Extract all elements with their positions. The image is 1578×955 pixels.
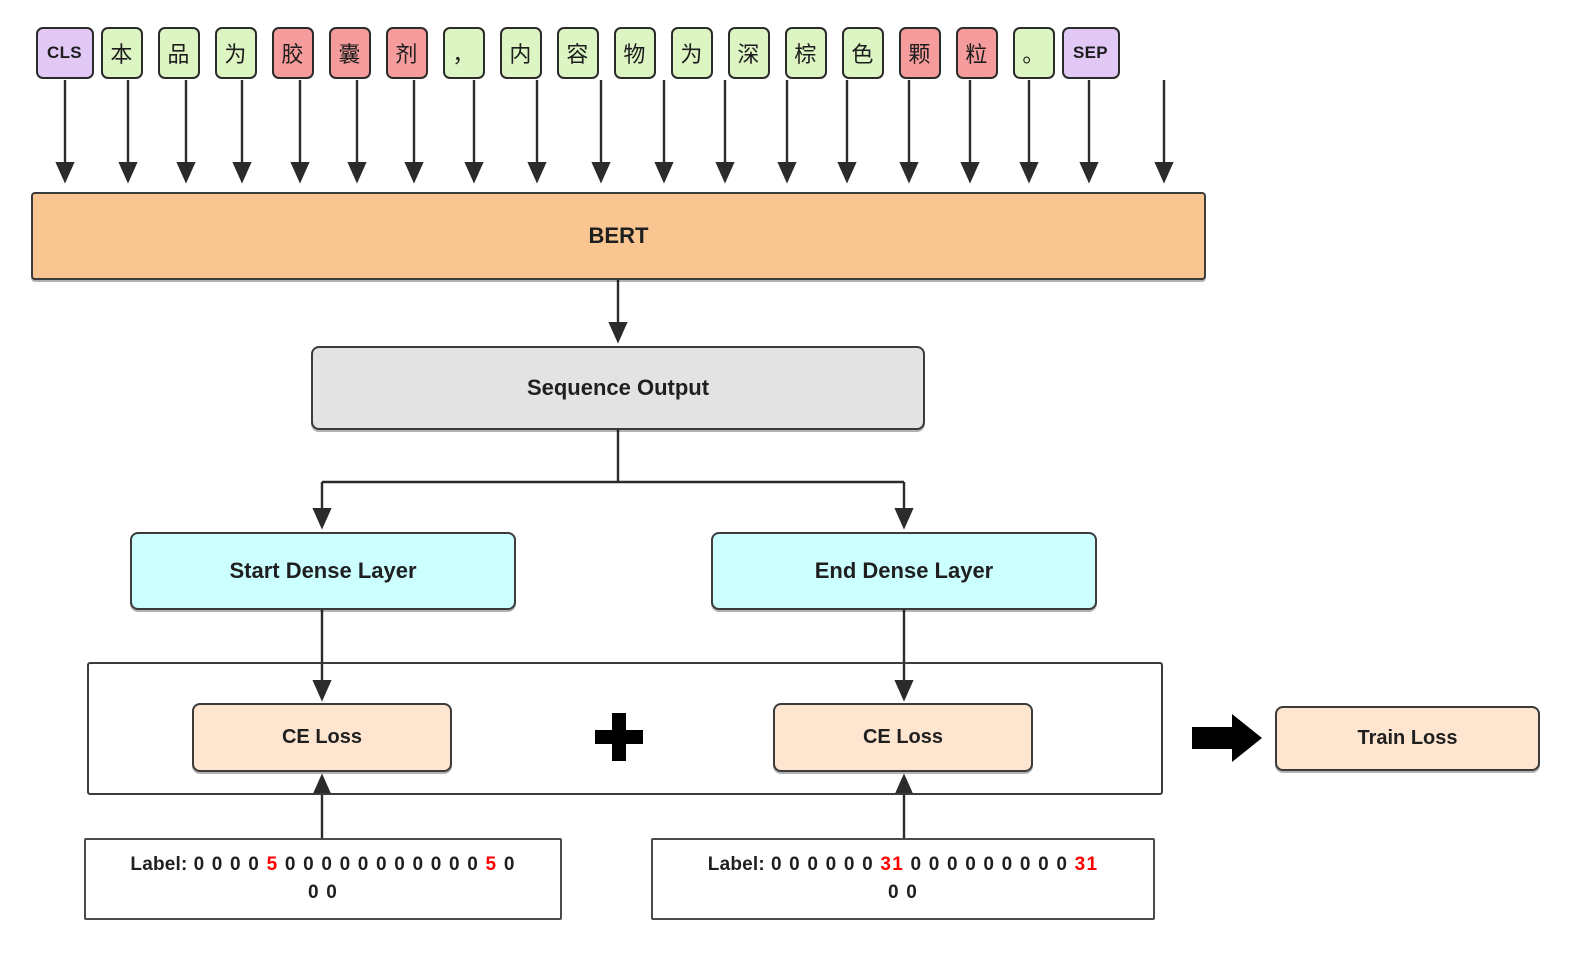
token-box-6[interactable]: 剂 [385, 27, 428, 79]
token-cell: CLS [35, 27, 94, 79]
bert-node: BERT [31, 192, 1206, 280]
token-box-5[interactable]: 囊 [328, 27, 371, 79]
token-cell: 胶 [264, 27, 321, 79]
token-cell: 颗 [891, 27, 948, 79]
token-cell: 为 [207, 27, 264, 79]
token-box-15[interactable]: 颗 [898, 27, 941, 79]
token-cell: 剂 [378, 27, 435, 79]
token-cell: 内 [492, 27, 549, 79]
token-box-8[interactable]: 内 [499, 27, 542, 79]
token-cell: ， [435, 27, 492, 79]
end-label-line2: 0 0 [887, 882, 918, 903]
token-cell: 囊 [321, 27, 378, 79]
token-cell: 本 [93, 27, 150, 79]
token-box-13[interactable]: 棕 [784, 27, 827, 79]
token-box-14[interactable]: 色 [841, 27, 884, 79]
train-loss-node: Train Loss [1275, 706, 1540, 771]
end-label-highlight-2: 31 [1074, 854, 1099, 876]
token-box-18[interactable]: SEP [1061, 27, 1120, 79]
sequence-output-split-arrows [312, 430, 914, 530]
token-box-3[interactable]: 为 [214, 27, 257, 79]
token-to-bert-arrows [55, 80, 1174, 184]
start-label-pre: 0 0 0 0 [193, 854, 261, 876]
token-box-16[interactable]: 粒 [955, 27, 998, 79]
end-label-box: Label:0 0 0 0 0 0 31 0 0 0 0 0 0 0 0 0 3… [651, 838, 1155, 920]
start-dense-layer-node: Start Dense Layer [130, 532, 516, 610]
loss-sum-container [87, 662, 1163, 795]
start-label-mid: 0 0 0 0 0 0 0 0 0 0 0 [284, 854, 480, 876]
token-cell: 色 [834, 27, 891, 79]
token-box-7[interactable]: ， [442, 27, 485, 79]
token-cell: SEP [1061, 27, 1120, 79]
end-label-mid: 0 0 0 0 0 0 0 0 0 [910, 854, 1069, 876]
start-label-box: Label:0 0 0 0 5 0 0 0 0 0 0 0 0 0 0 0 5 … [84, 838, 562, 920]
start-label-post: 0 [503, 854, 516, 876]
plus-icon [595, 713, 643, 761]
token-box-4[interactable]: 胶 [271, 27, 314, 79]
start-label-highlight-1: 5 [266, 854, 279, 876]
end-label-pre: 0 0 0 0 0 0 [770, 854, 874, 876]
token-box-11[interactable]: 为 [670, 27, 713, 79]
token-box-0[interactable]: CLS [35, 27, 94, 79]
token-cell: 品 [150, 27, 207, 79]
token-box-12[interactable]: 深 [727, 27, 770, 79]
end-label-prefix: Label: [707, 854, 765, 876]
token-cell: 为 [663, 27, 720, 79]
token-box-10[interactable]: 物 [613, 27, 656, 79]
start-label-highlight-2: 5 [485, 854, 498, 876]
start-label-prefix: Label: [130, 854, 188, 876]
token-cell: 棕 [777, 27, 834, 79]
token-cell: 容 [549, 27, 606, 79]
token-cell: 物 [606, 27, 663, 79]
token-cell: 深 [720, 27, 777, 79]
token-box-17[interactable]: 。 [1012, 27, 1055, 79]
token-cell: 粒 [948, 27, 1005, 79]
token-box-2[interactable]: 品 [157, 27, 200, 79]
sum-to-train-loss-arrow [1192, 714, 1262, 762]
token-cell: 。 [1005, 27, 1062, 79]
token-box-1[interactable]: 本 [100, 27, 143, 79]
start-label-line2: 0 0 [307, 882, 338, 903]
sequence-output-node: Sequence Output [311, 346, 925, 430]
end-dense-layer-node: End Dense Layer [711, 532, 1097, 610]
end-label-highlight-1: 31 [880, 854, 904, 876]
ce-loss-start-node: CE Loss [192, 703, 452, 772]
ce-loss-end-node: CE Loss [773, 703, 1033, 772]
token-box-9[interactable]: 容 [556, 27, 599, 79]
